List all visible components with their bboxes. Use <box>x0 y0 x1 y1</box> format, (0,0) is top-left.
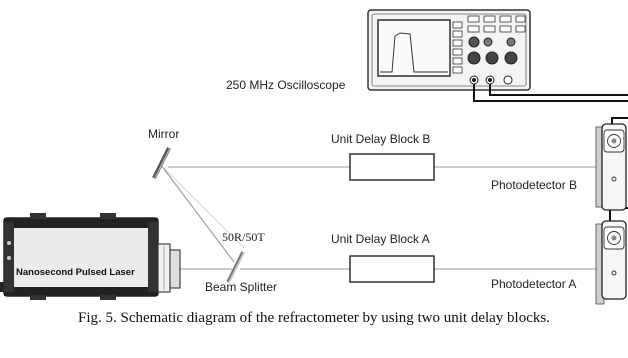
unit-delay-block-a <box>349 255 435 283</box>
splitter-ratio-label: 50R/50T <box>222 230 265 244</box>
photodetector-a <box>595 220 627 305</box>
beam-return-faint <box>160 164 245 249</box>
beam-splitter <box>226 251 245 283</box>
oscilloscope-label: 250 MHz Oscilloscope <box>226 78 346 92</box>
oscilloscope-side-buttons <box>452 21 463 74</box>
photodetector-b <box>595 123 627 211</box>
photodetector-a-label: Photodetector A <box>491 277 576 291</box>
photodetector-b-label: Photodetector B <box>491 178 577 192</box>
oscilloscope-knobs <box>467 36 518 65</box>
oscilloscope <box>367 9 531 91</box>
figure-caption: Fig. 5. Schematic diagram of the refract… <box>78 310 550 326</box>
beam-splitter-label: Beam Splitter <box>205 280 277 294</box>
laser-label: Nanosecond Pulsed Laser <box>16 267 135 278</box>
unit-delay-block-a-label: Unit Delay Block A <box>331 232 430 246</box>
beam-paths <box>160 164 600 270</box>
unit-delay-block-b-label: Unit Delay Block B <box>331 132 430 146</box>
unit-delay-block-b <box>349 153 435 181</box>
mirror <box>152 147 171 179</box>
oscilloscope-top-buttons <box>467 15 526 33</box>
cable-b <box>489 84 628 96</box>
cable-a <box>473 84 628 102</box>
nanosecond-pulsed-laser <box>0 213 181 300</box>
pulse-waveform <box>380 32 448 73</box>
mirror-label: Mirror <box>148 127 179 141</box>
oscilloscope-inputs <box>469 75 513 85</box>
beam-splitter-to-mirror <box>160 164 235 263</box>
oscilloscope-screen <box>377 19 451 77</box>
